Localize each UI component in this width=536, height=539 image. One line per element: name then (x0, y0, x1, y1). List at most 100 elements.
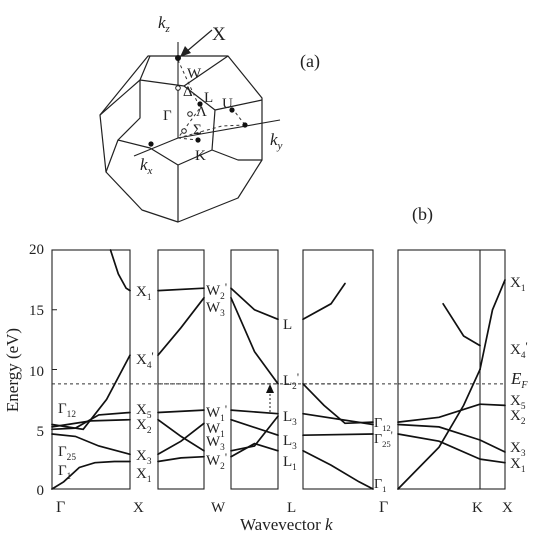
y-tick-label: 10 (29, 364, 44, 380)
point-x-marker (175, 55, 181, 61)
x-level-label: X2 (510, 408, 526, 427)
band-curve (302, 382, 374, 425)
transition-arrow-head (266, 384, 274, 393)
kx-label: kx (140, 155, 153, 177)
band-curve (479, 279, 506, 371)
w-level-label: W1 (206, 421, 225, 440)
y-axis-title: Energy (eV) (3, 328, 22, 412)
bz-point-lambda: Λ (196, 104, 207, 120)
band-curve (157, 287, 205, 292)
band-curve (397, 368, 481, 490)
x-tick-label: X (133, 500, 144, 516)
x-arrow-head (180, 46, 191, 57)
bz-front-edges (99, 79, 263, 222)
y-tick-label: 5 (37, 424, 45, 440)
panel-label-b: (b) (412, 204, 433, 225)
l-level-label: L1 (283, 454, 297, 473)
x-level-label: X5 (136, 402, 152, 421)
band-curve (230, 287, 279, 321)
band-curve (51, 460, 131, 490)
x-level-label: X1 (510, 275, 526, 294)
x-tick-label: Γ (56, 499, 65, 516)
w-level-label: W3 (206, 434, 225, 453)
point-k-marker (195, 137, 201, 143)
bz-point-x: X (212, 24, 226, 45)
band-panel-frame (230, 249, 279, 490)
band-curve (302, 412, 374, 426)
kz-label: kz (158, 13, 171, 35)
y-tick-label: 20 (29, 242, 44, 258)
bz-point-l: L (204, 90, 213, 106)
band-curve (479, 439, 506, 453)
w-level-label: W3 (206, 300, 225, 319)
band-panel-frame (157, 249, 205, 490)
x-arrow (185, 29, 213, 53)
y-tick-labels: 20 15 10 5 0 (29, 242, 44, 499)
point-u-marker (229, 107, 235, 113)
band-curve (157, 455, 205, 463)
x-tick-label: K (472, 500, 483, 516)
ky-axis (177, 119, 281, 139)
gamma-level-label: Γ1 (58, 463, 72, 482)
band-curve (397, 433, 481, 460)
kx-axis (133, 137, 179, 157)
l-level-label: L3 (283, 409, 297, 428)
x-tick-label: X (502, 500, 513, 516)
band-curve (230, 296, 279, 385)
point-delta-marker (175, 85, 181, 91)
band-curve (302, 433, 374, 437)
x-level-label: X2 (136, 417, 152, 436)
x-tick-label: W (211, 500, 226, 516)
band-curve (302, 449, 374, 490)
x-level-label: X5 (510, 393, 526, 412)
x-level-label: X1 (136, 466, 152, 485)
x-tick-label: Γ (379, 499, 388, 516)
bz-point-gamma: Γ (163, 108, 172, 124)
x-level-label: X4' (510, 339, 528, 361)
gamma-level-label: Γ1 (374, 477, 386, 494)
point-kx-marker (148, 141, 154, 147)
panel-label-a: (a) (300, 51, 320, 72)
band-curve (157, 418, 205, 452)
band-curve (51, 354, 131, 431)
l-level-label: L (283, 317, 292, 333)
band-curve (157, 296, 205, 357)
x-level-label: X4' (136, 349, 154, 371)
ky-label: ky (270, 130, 283, 152)
y-tick-label: 15 (29, 303, 44, 319)
brillouin-zone-diagram: kz X W Δ L Λ Γ U Σ K ky kx (a) (99, 13, 320, 223)
x-axis-title: Wavevector k (240, 515, 333, 534)
band-curve (109, 249, 131, 292)
l-level-label: L3 (283, 433, 297, 452)
point-lambda-marker (187, 111, 193, 117)
band-curve (230, 442, 279, 458)
band-curve (51, 433, 131, 456)
gamma-level-label: Γ25' (374, 430, 393, 449)
x-level-label: X3 (136, 448, 152, 467)
gamma-level-label: Γ12 (374, 416, 391, 433)
bz-point-sigma: Σ (193, 122, 202, 138)
band-curve (230, 418, 279, 437)
band-curve (442, 302, 481, 347)
band-curve (479, 403, 506, 407)
bz-top-face (139, 55, 229, 87)
band-curve (230, 409, 279, 415)
gamma-level-label: Γ25 (58, 444, 76, 463)
x-tick-labels: Γ X W L Γ K X (56, 499, 513, 516)
x-level-label: X1 (136, 284, 152, 303)
band-curve (51, 418, 131, 428)
point-sigma-marker (181, 128, 187, 134)
point-l-marker (197, 101, 203, 107)
gamma-level-label: Γ12 (58, 401, 76, 420)
band-curve (479, 458, 506, 464)
band-curve (157, 422, 205, 456)
bz-point-u: U (222, 96, 233, 112)
y-tick-label: 0 (37, 483, 45, 499)
fermi-level-label: EF (510, 369, 528, 391)
bz-point-k: K (195, 148, 206, 164)
band-panel-frame (397, 249, 506, 490)
l-level-label: L2' (283, 370, 299, 392)
x-level-label: X1 (510, 456, 526, 475)
band-plot: Γ12Γ25Γ1X1X4'X5X2X3X1W2'W3W1'W1W3W2'LL2'… (51, 249, 528, 494)
